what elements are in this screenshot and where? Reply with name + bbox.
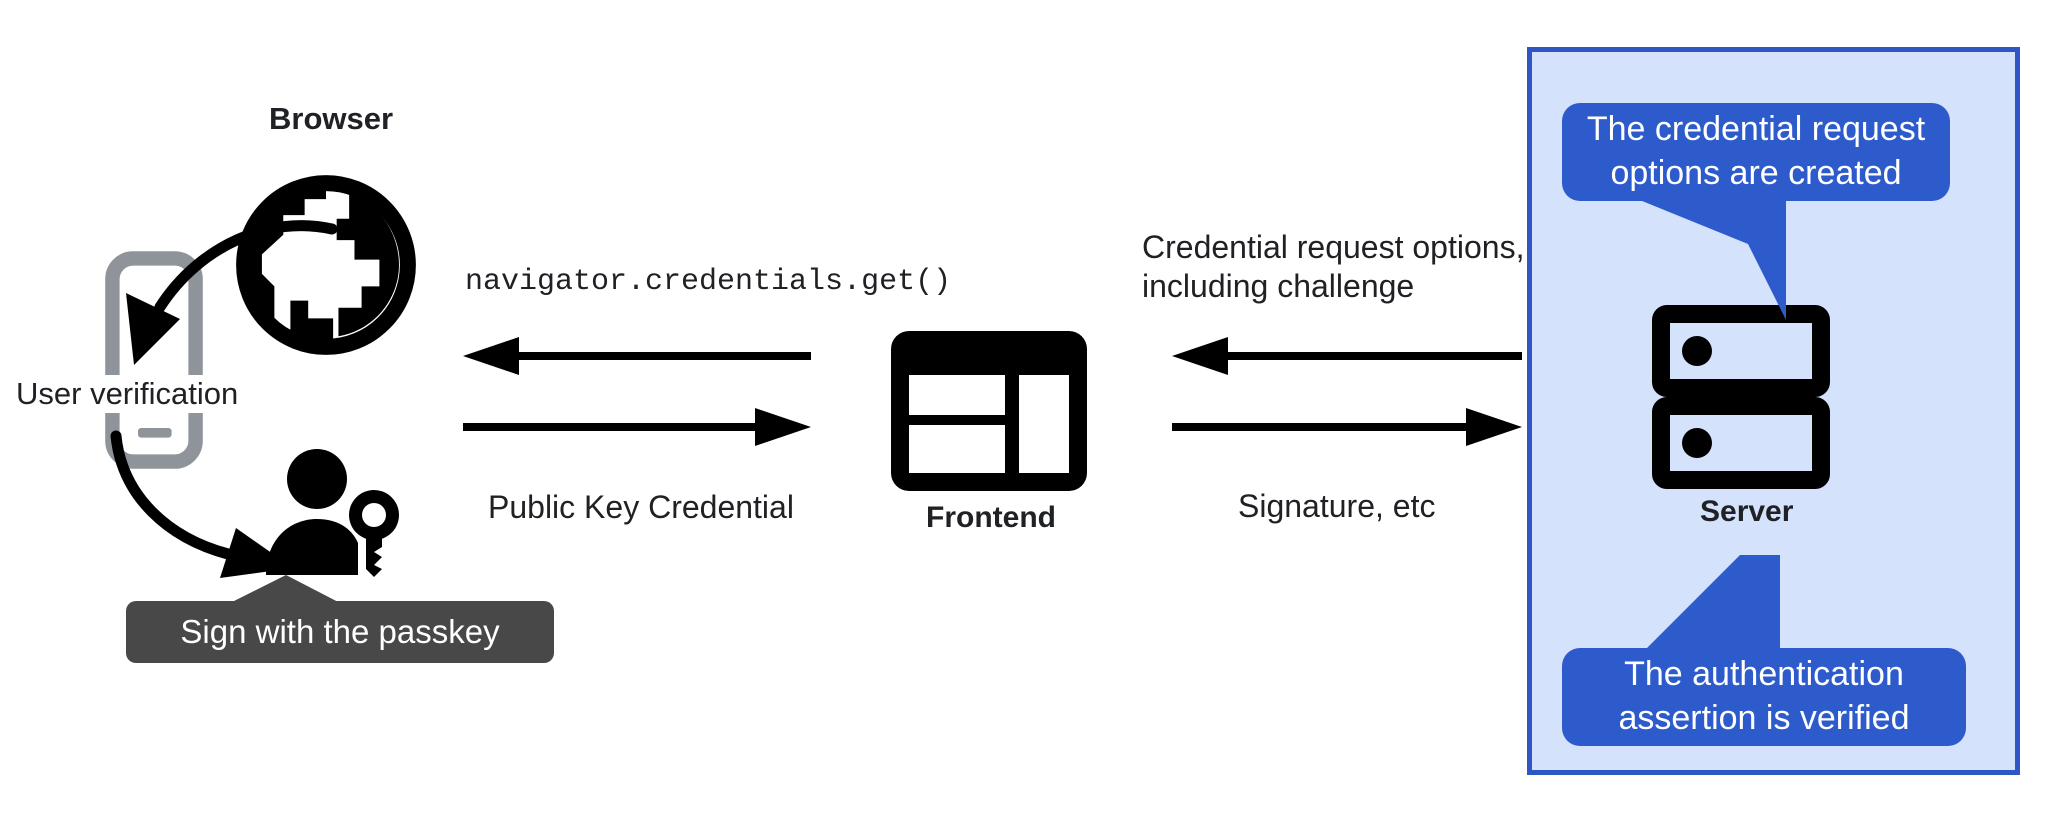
callout-credential-request-options-created: The credential request options are creat… <box>1562 103 1950 201</box>
browser-to-device-arrow <box>100 215 340 375</box>
callout-top-tail <box>1560 180 1900 330</box>
passkey-tooltip: Sign with the passkey <box>126 601 554 663</box>
browser-label: Browser <box>269 101 394 136</box>
passkey-tooltip-text: Sign with the passkey <box>180 613 500 650</box>
server-rack-icon <box>1652 305 1830 489</box>
browser-window-icon <box>891 331 1087 491</box>
user-verification-label: User verification <box>14 375 241 413</box>
signature-etc-label: Signature, etc <box>1238 488 1436 524</box>
navigator-get-arrow <box>463 337 811 375</box>
person-with-key-icon <box>262 447 408 579</box>
public-key-credential-label: Public Key Credential <box>488 489 794 525</box>
credential-request-options-arrow <box>1172 337 1522 375</box>
callout-top-text: The credential request options are creat… <box>1586 110 1926 192</box>
credential-request-options-line1: Credential request options, including ch… <box>1142 229 1525 305</box>
frontend-label: Frontend <box>926 501 1056 534</box>
mobile-phone-icon <box>105 251 203 469</box>
navigator-get-label: navigator.credentials.get() <box>465 265 952 299</box>
signature-etc-arrow <box>1172 408 1522 446</box>
credential-request-options-label: Credential request options, including ch… <box>1142 228 1524 306</box>
server-label: Server <box>1700 495 1794 528</box>
globe-icon <box>228 175 424 355</box>
callout-authentication-assertion-verified: The authentication assertion is verified <box>1562 648 1966 746</box>
passkey-tooltip-pointer <box>126 575 554 605</box>
public-key-credential-arrow <box>463 408 811 446</box>
callout-bottom-text: The authentication assertion is verified <box>1618 655 1910 737</box>
